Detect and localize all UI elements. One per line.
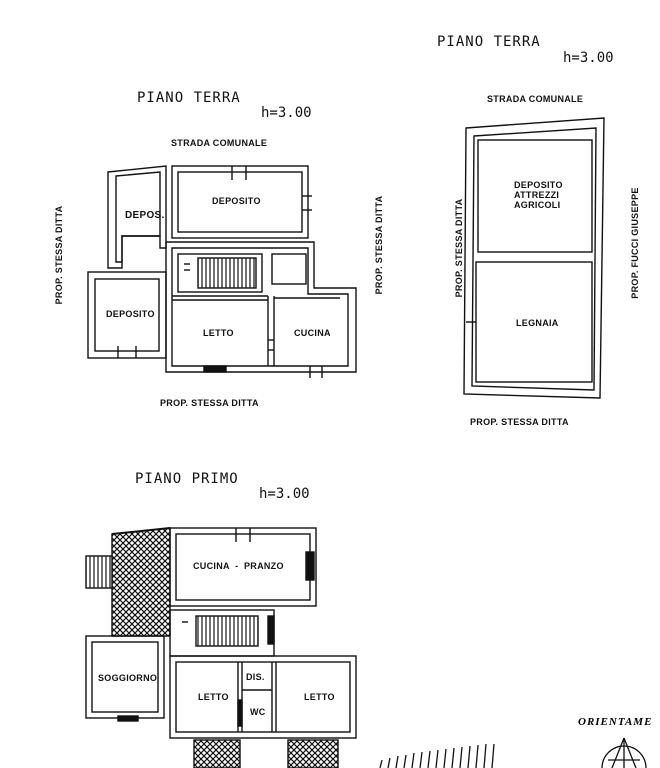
room-letto-ground: LETTO: [203, 328, 234, 338]
deposito-top-inner-wall: [177, 171, 303, 233]
compass-label: ORIENTAME: [578, 716, 653, 728]
ground-road-label: STRADA COMUNALE: [171, 138, 268, 148]
stamp-marks: [379, 743, 495, 768]
room-deposito-attrezzi-line3: AGRICOLI: [514, 200, 561, 210]
annex-bottom-neighbor: PROP. STESSA DITTA: [470, 417, 569, 427]
letto-window: [203, 365, 227, 373]
cucina-window: [305, 551, 315, 581]
room-deposito-attrezzi-line1: DEPOSITO: [514, 180, 563, 190]
first-lower-outer-wall: [169, 655, 357, 739]
ground-bottom-neighbor: PROP. STESSA DITTA: [160, 398, 259, 408]
room-cucina-pranzo: CUCINA - PRANZO: [193, 561, 284, 571]
first-floor-title: PIANO PRIMO: [135, 471, 239, 487]
room-legnaia: LEGNAIA: [516, 318, 559, 328]
deposito-top-outer-wall: [171, 165, 309, 239]
room-cucina-ground: CUCINA: [294, 328, 331, 338]
deposito-left-inner-wall: [94, 278, 160, 352]
first-floor-plan: [85, 527, 357, 768]
ground-left-neighbor: PROP. STESSA DITTA: [54, 205, 64, 305]
first-lower-inner-wall: [175, 661, 351, 733]
ground-right-neighbor: PROP. STESSA DITTA: [374, 195, 384, 295]
room-soggiorno: SOGGIORNO: [98, 673, 158, 683]
external-stairs: [85, 555, 113, 589]
balcony-left-hatched: [193, 739, 241, 768]
room-depos: DEPOS.: [125, 210, 165, 221]
annex-height: h=3.00: [563, 50, 614, 66]
closet-wall: [271, 253, 307, 285]
room-letto-first-left: LETTO: [198, 692, 229, 702]
annex-left-neighbor: PROP. STESSA DITTA: [454, 198, 464, 298]
first-stairs-symbol: [195, 615, 259, 647]
room-deposito-left: DEPOSITO: [106, 309, 155, 319]
stair-room-wall: [177, 253, 263, 293]
depos-inner-wall: [115, 171, 161, 263]
soggiorno-inner-wall: [91, 641, 159, 713]
first-floor-height: h=3.00: [259, 486, 310, 502]
ground-floor-plan: [87, 165, 357, 378]
main-block-inner-wall: [171, 247, 349, 367]
deposito-attrezzi-wall: [477, 139, 593, 253]
ground-floor-title: PIANO TERRA: [137, 90, 241, 106]
terrace-hatched: [111, 527, 171, 637]
compass-icon: [601, 737, 647, 768]
room-deposito-attrezzi-line2: ATTREZZI: [514, 190, 560, 200]
main-block-outer-wall: [165, 241, 357, 373]
stairs-symbol: [197, 257, 257, 289]
room-wc: WC: [250, 707, 266, 717]
annex-middle-wall: [471, 127, 597, 391]
annex-road-label: STRADA COMUNALE: [487, 94, 584, 104]
ground-floor-height: h=3.00: [261, 105, 312, 121]
cucina-pranzo-outer-wall: [169, 527, 317, 607]
depos-outer-wall: [107, 165, 167, 269]
annex-right-neighbor: PROP. FUCCI GIUSEPPE: [630, 187, 640, 299]
room-letto-first-right: LETTO: [304, 692, 335, 702]
annex-plan: [463, 117, 605, 399]
annex-title: PIANO TERRA: [437, 34, 541, 50]
room-deposito-top: DEPOSITO: [212, 196, 261, 206]
room-dis: DIS.: [246, 672, 265, 682]
annex-outer-wall: [463, 117, 605, 399]
balcony-right-hatched: [287, 739, 339, 768]
